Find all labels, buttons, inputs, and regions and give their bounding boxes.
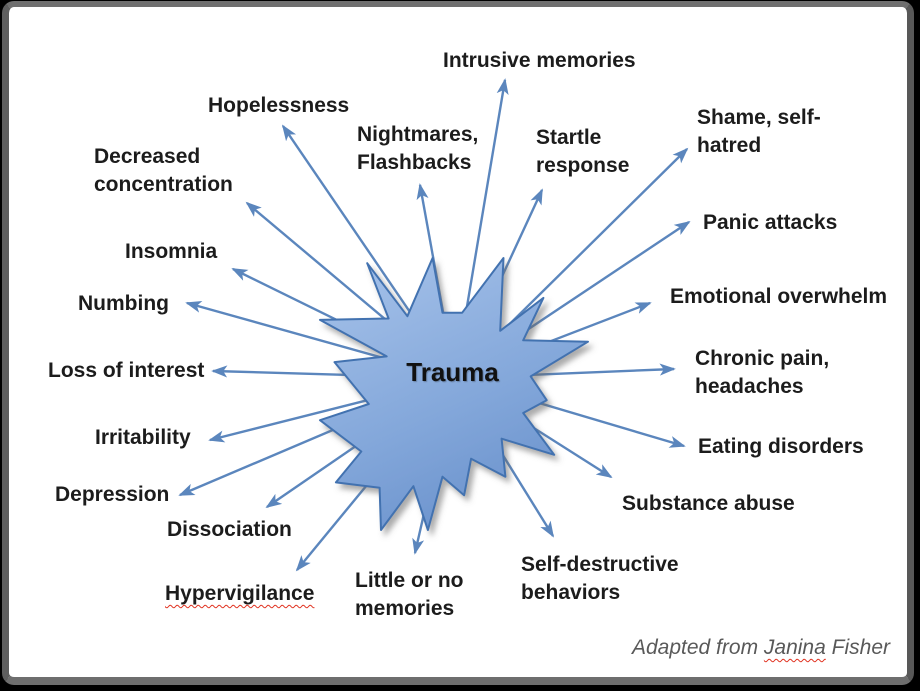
label-shame-self-hatred: Shame, self-hatred <box>697 106 821 157</box>
label-eating-disorders: Eating disorders <box>698 435 864 458</box>
label-depression: Depression <box>55 483 170 506</box>
attribution-prefix: Adapted from <box>631 636 759 659</box>
center-node-trauma: Trauma <box>406 357 499 387</box>
label-hopelessness: Hopelessness <box>208 94 350 117</box>
label-chronic-pain-headaches: Chronic pain, headaches <box>695 347 830 398</box>
label-substance-abuse: Substance abuse <box>622 492 795 515</box>
label-irritability: Irritability <box>95 426 191 449</box>
label-startle-response: Startle response <box>536 126 630 177</box>
label-emotional-overwhelm: Emotional overwhelm <box>670 285 888 308</box>
label-decreased-concentration: Decreased concentration <box>94 145 233 196</box>
label-loss-of-interest: Loss of interest <box>48 359 205 382</box>
label-nightmares-flashbacks: Nightmares, Flashbacks <box>357 123 479 174</box>
label-panic-attacks: Panic attacks <box>703 211 838 234</box>
label-little-or-no-memories: Little or no memories <box>355 569 464 620</box>
label-dissociation: Dissociation <box>167 518 292 541</box>
label-hypervigilance: Hypervigilance <box>165 582 315 605</box>
label-numbing: Numbing <box>78 292 169 315</box>
explosion-shape <box>319 257 589 531</box>
label-insomnia: Insomnia <box>125 240 218 263</box>
attribution-text: Adapted from Janina Fisher <box>632 636 890 660</box>
label-intrusive-memories: Intrusive memories <box>443 49 636 72</box>
attribution-flagged-word: Janina <box>763 636 826 659</box>
label-self-destructive-behaviors: Self-destructive behaviors <box>521 553 679 604</box>
attribution-suffix: Fisher <box>831 636 890 659</box>
